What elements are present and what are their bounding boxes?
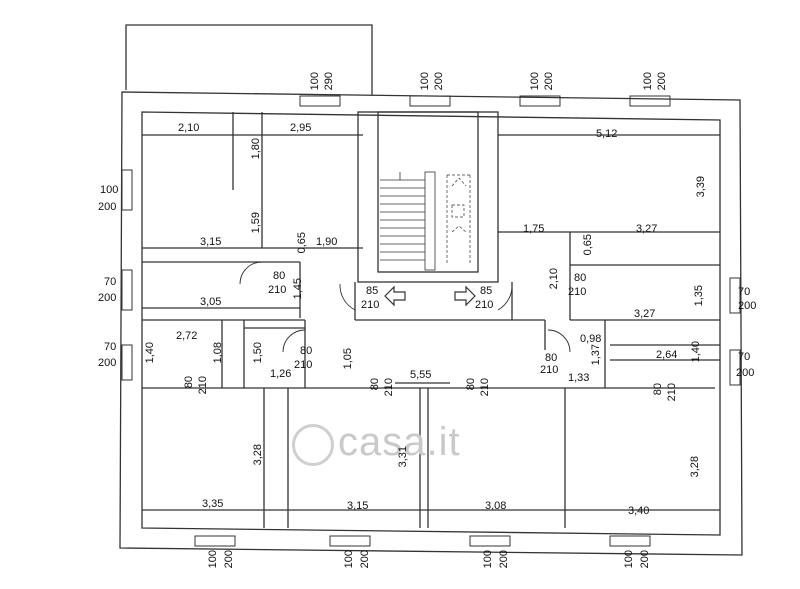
- dim-label: 1,40: [690, 341, 702, 363]
- stairwell-inner: [377, 111, 479, 273]
- window-label: 200: [738, 300, 757, 312]
- dim-label: 1,35: [693, 285, 705, 307]
- dim-label: 3,15: [347, 500, 369, 512]
- dim-label: 2,64: [656, 349, 678, 361]
- window-label: 100: [642, 72, 654, 91]
- window-label: 200: [498, 550, 510, 569]
- dim-label: 0,98: [580, 333, 602, 345]
- dim-label: 3,31: [397, 446, 409, 468]
- dim-label: 1,50: [252, 342, 264, 364]
- dim-label: 1,90: [316, 236, 338, 248]
- dim-label: 1,08: [212, 342, 224, 364]
- dim-label: 1,33: [568, 372, 590, 384]
- door-label: 80: [545, 352, 558, 364]
- dim-label: 5,55: [410, 369, 432, 381]
- dim-label: 5,12: [596, 128, 618, 140]
- dim-label: 3,05: [200, 296, 222, 308]
- stairwell-walls: [357, 111, 499, 283]
- window-label: 200: [639, 550, 651, 569]
- door-label: 210: [479, 378, 491, 397]
- outer-wall-outer: [119, 91, 743, 556]
- window-label: 200: [543, 72, 555, 91]
- window-label: 200: [359, 550, 371, 569]
- door-label: 80: [273, 270, 286, 282]
- door-label: 80: [300, 345, 313, 357]
- door-label: 80: [369, 378, 381, 391]
- door-label: 210: [197, 376, 209, 395]
- dim-label: 3,27: [634, 308, 656, 320]
- door-label: 210: [361, 299, 380, 311]
- dim-label: 0,65: [296, 232, 308, 254]
- dim-label: 1,75: [523, 223, 545, 235]
- door-swings: [239, 261, 571, 353]
- bottom-partitions: [142, 382, 720, 528]
- window-label: 100: [309, 72, 321, 91]
- window-label: 70: [738, 351, 751, 363]
- dim-label: 1,80: [250, 138, 262, 160]
- stair-treads: [380, 171, 436, 271]
- door-label: 210: [540, 364, 559, 376]
- dim-label: 3,35: [202, 498, 224, 510]
- door-label: 85: [480, 285, 493, 297]
- dim-label: 3,15: [200, 236, 222, 248]
- window-label: 200: [98, 292, 117, 304]
- window-label: 100: [623, 550, 635, 569]
- dim-label: 0,65: [582, 234, 594, 256]
- window-label: 100: [100, 184, 119, 196]
- dim-label: 3,27: [636, 223, 658, 235]
- dim-label: 3,40: [628, 505, 650, 517]
- door-label: 80: [183, 376, 195, 389]
- dim-label: 2,10: [548, 268, 560, 290]
- window-label: 200: [98, 357, 117, 369]
- watermark-logo: [292, 424, 334, 466]
- lift-symbol: [446, 174, 471, 265]
- window-label: 200: [223, 550, 235, 569]
- dim-label: 1,40: [144, 342, 156, 364]
- window-label: 200: [433, 72, 445, 91]
- door-label: 85: [366, 285, 379, 297]
- dim-label: 1,05: [342, 348, 354, 370]
- dim-label: 3,39: [695, 176, 707, 198]
- dim-label: 1,59: [250, 212, 262, 234]
- door-label: 80: [465, 378, 477, 391]
- window-label: 200: [736, 367, 755, 379]
- window-label: 70: [104, 276, 117, 288]
- window-label: 100: [482, 550, 494, 569]
- window-label: 70: [738, 286, 751, 298]
- right-partitions: [498, 134, 720, 388]
- entry-arrows: [384, 285, 476, 307]
- left-partitions: [142, 112, 715, 389]
- door-label: 210: [294, 359, 313, 371]
- dim-label: 2,95: [290, 122, 312, 134]
- door-label: 80: [574, 272, 587, 284]
- window-label: 200: [98, 201, 117, 213]
- window-label: 100: [419, 72, 431, 91]
- dim-label: 1,37: [590, 344, 602, 366]
- window-label: 100: [207, 550, 219, 569]
- window-label: 290: [323, 72, 335, 91]
- dim-label: 1,26: [270, 368, 292, 380]
- outer-wall-inner: [141, 111, 721, 536]
- door-label: 80: [652, 383, 664, 396]
- window-label: 70: [104, 341, 117, 353]
- window-label: 100: [529, 72, 541, 91]
- door-label: 210: [568, 286, 587, 298]
- balcony-outline: [125, 24, 373, 95]
- dim-label: 3,08: [485, 500, 507, 512]
- door-label: 210: [268, 284, 287, 296]
- window-label: 200: [656, 72, 668, 91]
- dim-label: 3,28: [252, 444, 264, 466]
- door-label: 210: [383, 378, 395, 397]
- window-notches: [121, 95, 741, 547]
- dim-label: 3,28: [689, 456, 701, 478]
- dim-label: 2,10: [178, 122, 200, 134]
- door-label: 210: [666, 383, 678, 402]
- watermark-text: casa.it: [338, 420, 461, 464]
- dim-label: 2,72: [176, 330, 198, 342]
- dim-label: 1,45: [292, 278, 304, 300]
- door-label: 210: [475, 299, 494, 311]
- window-label: 100: [343, 550, 355, 569]
